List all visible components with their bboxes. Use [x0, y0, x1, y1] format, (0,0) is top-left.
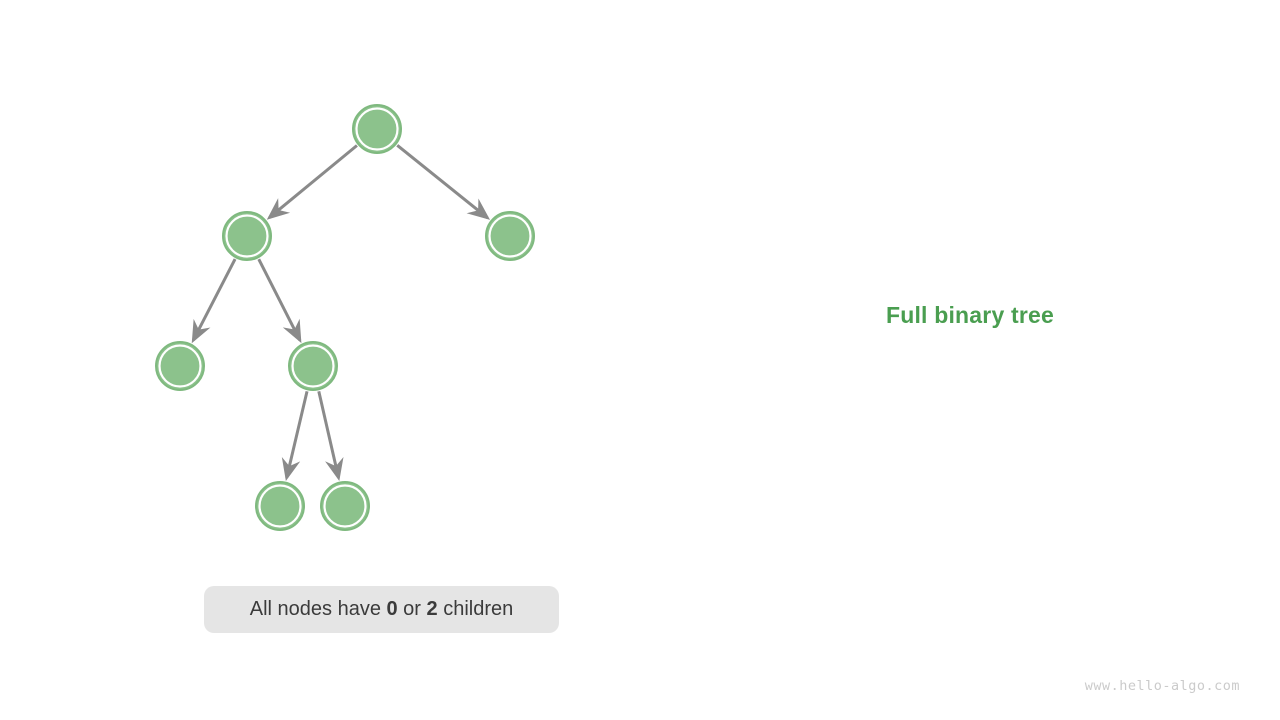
node-circle — [485, 211, 535, 261]
tree-node-lr — [288, 341, 338, 391]
node-inner-ring — [291, 344, 335, 388]
node-circle — [155, 341, 205, 391]
tree-edge-lr-lrl — [281, 390, 309, 482]
tree-node-root — [352, 104, 402, 154]
tree-node-ll — [155, 341, 205, 391]
tree-node-l — [222, 211, 272, 261]
node-circle — [288, 341, 338, 391]
tree-edge-l-ll — [191, 258, 237, 344]
caption-text-1: All nodes have — [249, 598, 387, 620]
tree-edge-root-l — [266, 144, 358, 220]
tree-node-lrr — [320, 481, 370, 531]
node-inner-ring — [225, 214, 269, 258]
caption-text-2: or — [397, 598, 427, 620]
node-inner-ring — [355, 107, 399, 151]
watermark: www.hello-algo.com — [1084, 678, 1240, 694]
tree-node-r — [485, 211, 535, 261]
node-inner-ring — [488, 214, 532, 258]
node-circle — [320, 481, 370, 531]
node-inner-ring — [158, 344, 202, 388]
caption-text-3: children — [437, 598, 514, 620]
caption-bold-2: 2 — [426, 598, 438, 620]
node-inner-ring — [258, 484, 302, 528]
caption-bold-0: 0 — [386, 598, 398, 620]
node-circle — [352, 104, 402, 154]
caption-box: All nodes have 0 or 2 children — [204, 586, 559, 633]
node-inner-ring — [323, 484, 367, 528]
diagram-title: Full binary tree — [885, 302, 1055, 328]
node-circle — [222, 211, 272, 261]
node-circle — [255, 481, 305, 531]
tree-edge-lr-lrr — [317, 391, 344, 482]
tree-edge-root-r — [396, 144, 491, 220]
tree-node-lrl — [255, 481, 305, 531]
tree-edge-l-lr — [257, 258, 302, 344]
